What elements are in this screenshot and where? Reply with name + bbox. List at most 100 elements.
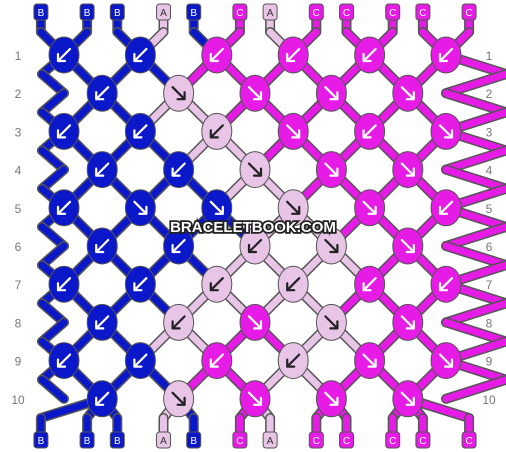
- arrow-down-right-icon: [133, 200, 148, 215]
- svg-text:C: C: [465, 436, 472, 447]
- knot-row9-3: [201, 342, 233, 380]
- arrow-down-right-icon: [362, 200, 377, 215]
- top-strand-label: C: [461, 3, 477, 21]
- svg-text:B: B: [38, 436, 45, 447]
- knot-row6-1: [86, 227, 118, 265]
- knot-row4-1: [86, 151, 118, 189]
- row-number-right: 5: [486, 202, 493, 216]
- arrow-down-right-icon: [171, 86, 186, 101]
- arrow-down-right-icon: [400, 391, 415, 406]
- arrow-down-left-icon: [209, 47, 224, 63]
- bottom-strand-label: A: [156, 431, 171, 449]
- top-strand-label: B: [186, 3, 202, 21]
- arrow-down-left-icon: [209, 124, 224, 139]
- arrow-down-left-icon: [362, 124, 377, 139]
- edge-strand-right: [441, 164, 506, 194]
- knot-row5-4: [277, 189, 309, 227]
- svg-text:C: C: [343, 8, 350, 19]
- bottom-strand-label: C: [232, 431, 248, 449]
- arrow-down-left-icon: [171, 315, 186, 330]
- arrow-down-right-icon: [286, 124, 301, 139]
- arrow-down-right-icon: [324, 238, 339, 254]
- svg-text:B: B: [190, 8, 197, 19]
- svg-text:A: A: [267, 436, 274, 447]
- arrow-down-right-icon: [400, 86, 415, 101]
- arrow-down-left-icon: [56, 353, 72, 368]
- svg-text:C: C: [313, 436, 320, 447]
- knot-row2-5: [392, 74, 424, 112]
- knot-row4-5: [392, 151, 424, 189]
- svg-text:C: C: [389, 436, 396, 447]
- row-number-left: 8: [15, 316, 22, 330]
- arrow-down-left-icon: [56, 200, 72, 215]
- knot-row8-4: [315, 303, 347, 341]
- arrow-down-left-icon: [438, 277, 454, 292]
- knot-row1-1: [48, 36, 80, 74]
- knot-row3-1: [48, 112, 80, 150]
- knot-row1-2: [124, 36, 156, 74]
- knot-row1-6: [430, 36, 462, 74]
- knot-row10-4: [315, 380, 347, 418]
- arrow-down-left-icon: [95, 86, 110, 101]
- arrow-down-left-icon: [247, 238, 263, 254]
- svg-text:B: B: [84, 8, 91, 19]
- edge-strand-right: [441, 241, 506, 271]
- arrow-down-right-icon: [400, 162, 415, 177]
- knot-row4-2: [163, 151, 195, 189]
- row-number-right: 2: [486, 87, 493, 101]
- edge-strand-right: [441, 221, 506, 251]
- row-number-right: 3: [486, 125, 493, 139]
- row-number-right: 4: [486, 164, 493, 178]
- knot-row3-5: [354, 112, 386, 150]
- arrow-down-left-icon: [56, 124, 72, 139]
- row-number-left: 9: [15, 355, 22, 369]
- knot-row8-3: [239, 303, 271, 341]
- knot-row2-2: [163, 74, 195, 112]
- arrow-down-right-icon: [400, 238, 415, 254]
- knot-row6-4: [315, 227, 347, 265]
- row-number-left: 3: [15, 125, 22, 139]
- arrow-down-left-icon: [133, 124, 148, 139]
- knot-row5-5: [354, 189, 386, 227]
- knot-row9-6: [430, 342, 462, 380]
- arrow-down-left-icon: [95, 162, 110, 177]
- arrow-down-left-icon: [56, 277, 72, 292]
- arrow-down-right-icon: [324, 315, 339, 330]
- knot-row7-2: [124, 265, 156, 303]
- row-number-right: 6: [486, 240, 493, 254]
- knot-row10-2: [163, 380, 195, 418]
- edge-strand-right: [441, 88, 506, 118]
- svg-text:A: A: [160, 8, 167, 19]
- row-number-right: 10: [482, 393, 496, 407]
- knot-row3-3: [201, 112, 233, 150]
- svg-text:A: A: [267, 8, 274, 19]
- bottom-strand-label: C: [339, 431, 354, 449]
- bottom-strand-label: C: [415, 431, 431, 449]
- bottom-strand-label: A: [262, 431, 278, 449]
- arrow-down-left-icon: [133, 277, 148, 292]
- knot-row8-2: [163, 303, 195, 341]
- knot-row8-5: [392, 303, 424, 341]
- knot-row4-4: [315, 151, 347, 189]
- arrow-down-right-icon: [247, 86, 263, 101]
- knot-row10-1: [86, 380, 118, 418]
- top-strand-label: C: [339, 3, 354, 21]
- row-number-right: 7: [486, 278, 493, 292]
- arrow-down-right-icon: [171, 391, 186, 406]
- svg-text:C: C: [313, 8, 320, 19]
- arrow-down-left-icon: [362, 47, 377, 63]
- edge-strand-right: [441, 298, 506, 328]
- knot-row10-3: [239, 380, 271, 418]
- knot-row9-2: [124, 342, 156, 380]
- knot-row10-5: [392, 380, 424, 418]
- arrow-down-right-icon: [247, 162, 263, 177]
- knot-row6-5: [392, 227, 424, 265]
- top-strand-label: C: [415, 3, 431, 21]
- top-strand-label: B: [79, 3, 95, 21]
- knot-row6-3: [239, 227, 271, 265]
- arrow-down-left-icon: [438, 200, 454, 215]
- row-number-left: 5: [15, 202, 22, 216]
- bottom-strand-label: C: [461, 431, 477, 449]
